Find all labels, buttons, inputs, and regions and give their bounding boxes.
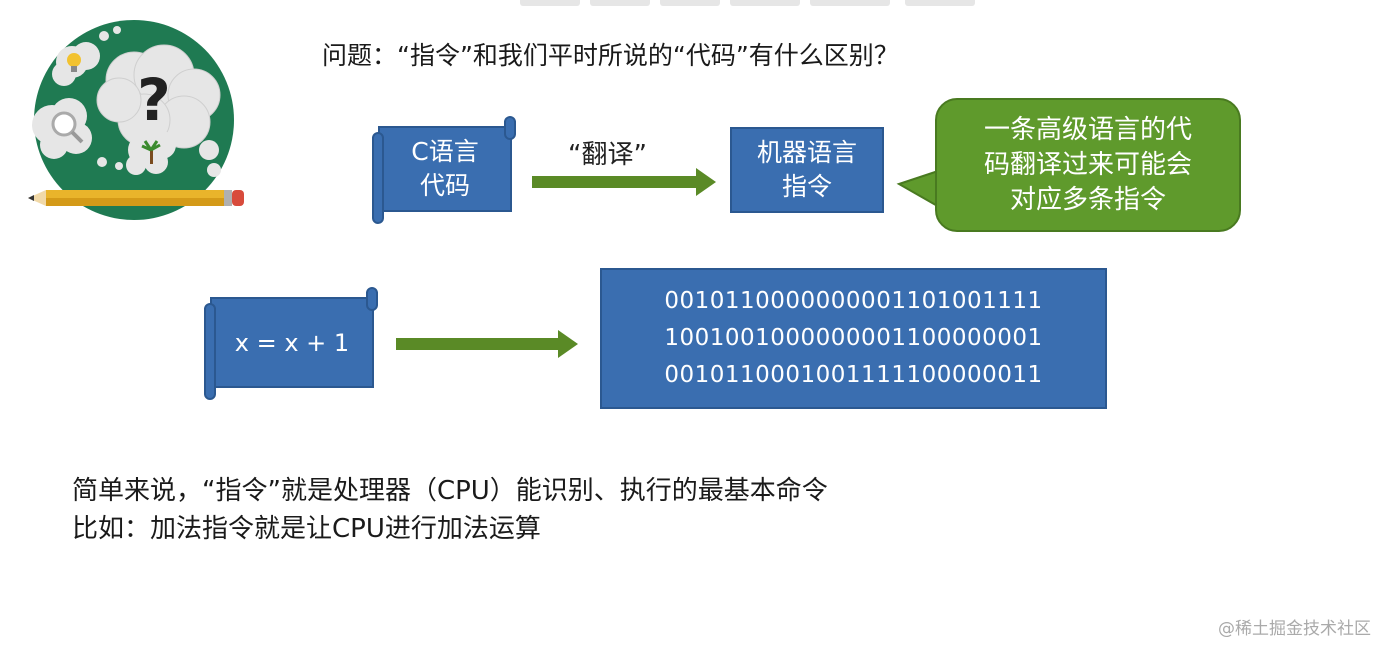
expression-scroll: x = x + 1 xyxy=(204,287,378,400)
question-thought-emblem-icon: ? xyxy=(28,20,244,220)
top-tab-3[interactable] xyxy=(660,0,720,6)
definition-text: 简单来说，“指令”就是处理器（CPU）能识别、执行的最基本命令 xyxy=(72,476,828,506)
binary-line-3: 0010110001001111100000011 xyxy=(664,362,1043,388)
top-tab-2[interactable] xyxy=(590,0,650,6)
c-code-line1: C语言 xyxy=(411,137,479,166)
expression-text: x = x + 1 xyxy=(234,328,350,357)
bubble-line3: 对应多条指令 xyxy=(1009,184,1166,215)
translate-label: “翻译” xyxy=(568,140,647,170)
top-tab-1[interactable] xyxy=(520,0,580,6)
svg-text:?: ? xyxy=(137,66,171,134)
bubble-line1: 一条高级语言的代 xyxy=(983,114,1192,145)
watermark: @稀土掘金技术社区 xyxy=(1218,619,1371,639)
machine-line1: 机器语言 xyxy=(756,138,857,167)
c-code-scroll: C语言 代码 xyxy=(372,116,516,224)
machine-language-box: 机器语言 指令 xyxy=(730,127,884,213)
question-text: 问题：“指令”和我们平时所说的“代码”有什么区别？ xyxy=(322,41,899,70)
top-tab-5[interactable] xyxy=(810,0,890,6)
top-tab-4[interactable] xyxy=(730,0,800,6)
c-code-line2: 代码 xyxy=(419,171,470,200)
bubble-line2: 码翻译过来可能会 xyxy=(983,149,1192,180)
arrow-right-icon xyxy=(396,330,578,358)
top-tab-6[interactable] xyxy=(905,0,975,6)
binary-line-2: 1001001000000001100000001 xyxy=(664,325,1043,351)
explanation-bubble: 一条高级语言的代 码翻译过来可能会 对应多条指令 xyxy=(935,98,1241,232)
binary-line-1: 0010110000000001101001111 xyxy=(664,288,1043,314)
example-text: 比如：加法指令就是让CPU进行加法运算 xyxy=(72,514,541,544)
arrow-right-icon xyxy=(532,168,716,196)
machine-line2: 指令 xyxy=(781,172,832,201)
binary-code-box: 0010110000000001101001111 10010010000000… xyxy=(600,268,1107,409)
